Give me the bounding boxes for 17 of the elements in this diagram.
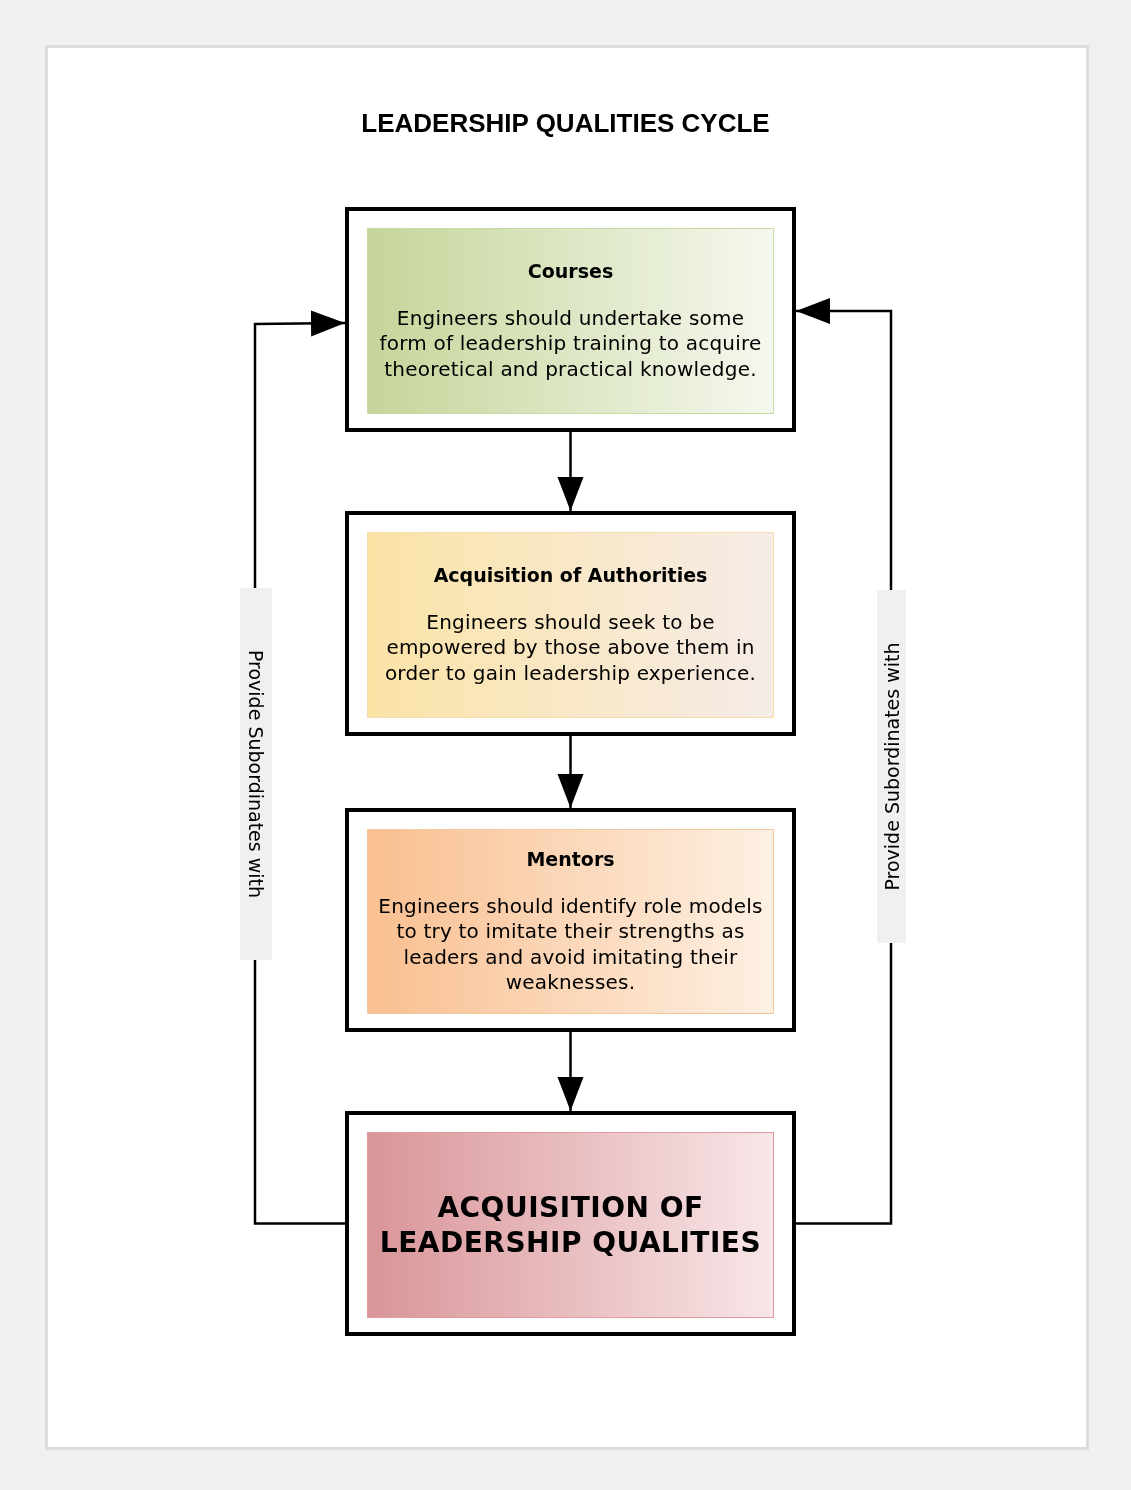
box-heading: Acquisition of Authorities [433,563,708,586]
box-description: Engineers should identify role models to try to imitate their strengths as leaders and avoid imitating their weaknesses. [377,893,764,996]
box-heading: Mentors [526,847,615,870]
box-heading: ACQUISITION OF LEADERSHIP QUALITIES [378,1190,763,1260]
box-heading: Courses [527,259,614,282]
diagram-title: LEADERSHIP QUALITIES CYCLE [360,108,771,139]
arrow [557,736,584,808]
process-box [345,808,796,1032]
process-box [345,1111,796,1336]
process-box [345,207,796,432]
box-description: Engineers should undertake some form of leadership training to acquire theoretical and practical knowledge. [378,305,763,383]
box-description: Engineers should seek to be empowered by those above them in order to gain leadership experience. [383,609,758,687]
edge-label: Provide Subordinates with [240,588,272,960]
arrow [557,1032,584,1111]
process-box [345,511,796,736]
edge-label: Provide Subordinates with [877,590,906,943]
arrow [557,432,584,511]
